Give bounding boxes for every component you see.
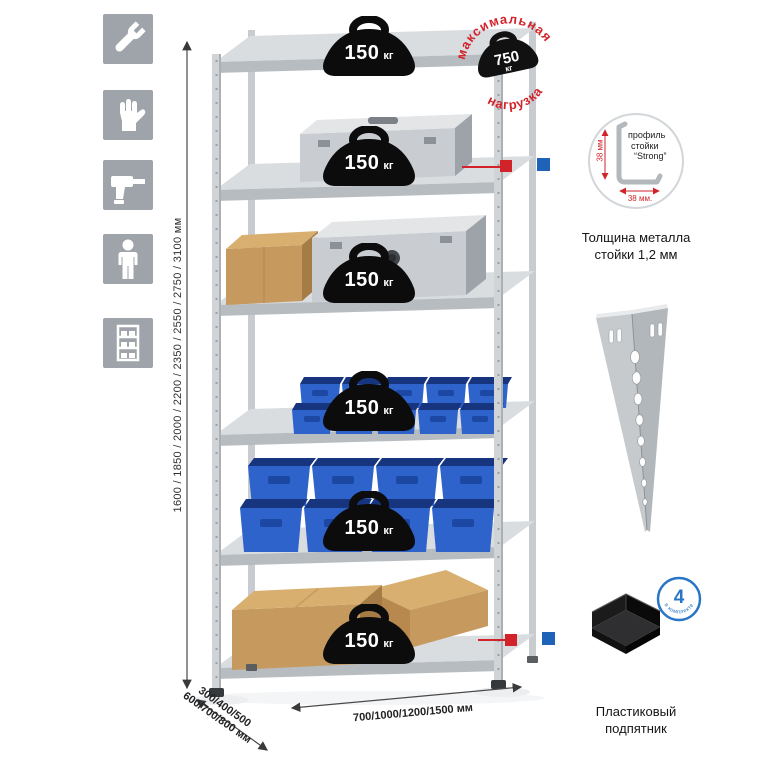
profile-dim-horizontal: 38 мм. bbox=[627, 194, 653, 203]
feature-tile-gloves bbox=[103, 90, 153, 140]
foot-caption-line1: Пластиковый bbox=[595, 704, 677, 719]
profile-label-line3: “Strong” bbox=[634, 151, 667, 161]
load-unit: кг bbox=[383, 525, 394, 537]
load-value: 150 bbox=[344, 42, 380, 64]
profile-detail-circle bbox=[588, 113, 684, 209]
load-value: 150 bbox=[344, 152, 380, 174]
feature-tile-drill bbox=[103, 160, 153, 210]
stamp-unit: кг bbox=[504, 63, 514, 73]
load-value: 150 bbox=[344, 397, 380, 419]
stamp-value: 750 bbox=[493, 48, 521, 70]
connector-markers-bottom bbox=[478, 632, 555, 646]
wrench-icon bbox=[115, 21, 146, 52]
profile-label-line2: стойки bbox=[631, 140, 659, 151]
shelf-rack-icon bbox=[116, 324, 140, 362]
load-unit: кг bbox=[383, 277, 394, 289]
rack-illustration bbox=[209, 22, 538, 697]
cardboard-box-mid bbox=[226, 231, 318, 305]
person-icon bbox=[118, 239, 138, 279]
connector-markers-top bbox=[462, 158, 550, 172]
max-load-stamp: максимальная нагрузка 750 кг bbox=[446, 2, 567, 123]
stamp-arc-bottom-text: нагрузка bbox=[483, 81, 548, 118]
load-value: 150 bbox=[344, 517, 380, 539]
profile-caption-line1: Толщина металла bbox=[581, 230, 691, 245]
load-unit: кг bbox=[383, 50, 394, 62]
profile-caption: Толщина металла стойки 1,2 мм bbox=[551, 229, 721, 263]
foot-caption-line2: подпятник bbox=[605, 721, 667, 736]
svg-text:нагрузка: нагрузка bbox=[483, 81, 548, 118]
feature-tile-person bbox=[103, 234, 153, 284]
feature-tile-assembly bbox=[103, 14, 153, 64]
drill-icon bbox=[111, 176, 145, 204]
load-value: 150 bbox=[344, 630, 380, 652]
front-posts bbox=[212, 46, 503, 692]
profile-caption-line2: стойки 1,2 мм bbox=[594, 247, 678, 262]
foot-count-badge: 4 в комплекте bbox=[656, 576, 702, 622]
height-dimension-label: 1600 / 1850 / 2000 / 2200 / 2350 / 2550 … bbox=[172, 217, 184, 513]
plastic-foot-photo bbox=[591, 593, 661, 654]
load-unit: кг bbox=[383, 160, 394, 172]
feature-tile-sizes bbox=[103, 318, 153, 368]
load-value: 150 bbox=[344, 269, 380, 291]
foot-caption: Пластиковый подпятник bbox=[551, 703, 721, 737]
profile-label-line1: профиль bbox=[628, 130, 666, 140]
gloves-icon bbox=[120, 99, 146, 131]
upright-post-photo bbox=[596, 304, 668, 532]
load-unit: кг bbox=[383, 405, 394, 417]
profile-label: профиль стойки “Strong” bbox=[628, 130, 667, 162]
load-unit: кг bbox=[383, 638, 394, 650]
profile-dim-vertical: 38 мм bbox=[595, 139, 605, 162]
foot-count-number: 4 bbox=[674, 587, 685, 608]
dimension-lines bbox=[182, 40, 523, 751]
